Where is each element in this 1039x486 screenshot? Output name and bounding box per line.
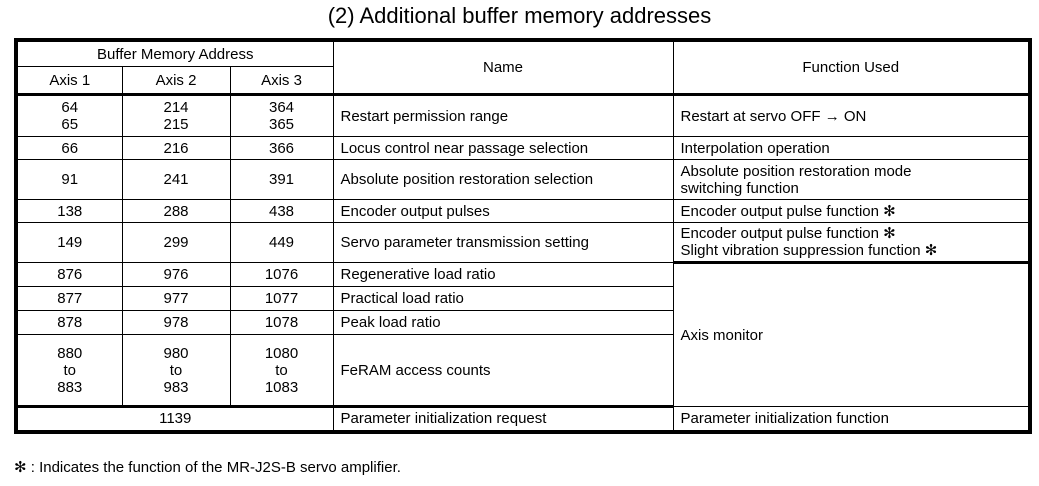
table-row: 64 65 214 215 364 365 Restart permission… <box>15 94 1031 137</box>
table-row: 880 to 883 980 to 983 1080 to 1083 FeRAM… <box>15 334 1030 408</box>
table-row-last: 1139 Parameter initialization request Pa… <box>15 406 1031 432</box>
table-header-row-group: Buffer Memory Address Name Function Used <box>15 39 1031 96</box>
cell-name: Parameter initialization request <box>332 406 674 432</box>
cell-address-merged: 1139 <box>15 406 334 432</box>
header-buffer-memory-address: Buffer Memory Address <box>15 39 334 67</box>
header-name: Name <box>332 39 674 96</box>
table-head: Buffer Memory Address Name Function Used… <box>15 39 1031 96</box>
cell-name: FeRAM access counts <box>332 334 674 408</box>
cell-axis3: 364 365 <box>229 94 334 137</box>
table-body: 64 65 214 215 364 365 Restart permission… <box>15 94 1031 432</box>
table-row: 149 299 449 Servo parameter transmission… <box>15 222 1031 264</box>
cell-name: Absolute position restoration selection <box>332 159 674 200</box>
table-row: 876 976 1076 Regenerative load ratio Axi… <box>15 262 1031 407</box>
cell-name: Practical load ratio <box>332 286 674 311</box>
header-axis-2: Axis 2 <box>121 66 231 96</box>
cell-function-axis-monitor: Axis monitor <box>672 262 1031 407</box>
cell-axis1: 877 <box>15 286 123 311</box>
cell-axis3: 1078 <box>229 310 334 335</box>
cell-axis2: 216 <box>121 136 231 160</box>
cell-function: Absolute position restoration mode switc… <box>672 159 1031 200</box>
cell-function: Interpolation operation <box>672 136 1031 160</box>
cell-name: Regenerative load ratio <box>332 262 674 287</box>
buffer-memory-address-table: Buffer Memory Address Name Function Used… <box>14 38 1032 434</box>
cell-name: Servo parameter transmission setting <box>332 222 674 263</box>
cell-name: Restart permission range <box>332 94 674 137</box>
cell-axis3: 1080 to 1083 <box>229 334 334 408</box>
page-title: (2) Additional buffer memory addresses <box>327 3 712 28</box>
cell-axis2: 980 to 983 <box>121 334 231 408</box>
cell-name: Locus control near passage selection <box>332 136 674 160</box>
cell-axis3: 391 <box>229 159 334 200</box>
cell-axis2: 214 215 <box>121 94 231 137</box>
buffer-memory-table-wrapper: Buffer Memory Address Name Function Used… <box>14 38 1032 434</box>
cell-axis3: 438 <box>229 199 334 223</box>
header-axis-3: Axis 3 <box>229 66 334 96</box>
cell-axis1: 878 <box>15 310 123 335</box>
cell-function: Encoder output pulse function ✻ <box>672 199 1031 223</box>
cell-axis2: 977 <box>121 286 231 311</box>
table-row: 91 241 391 Absolute position restoration… <box>15 159 1031 200</box>
cell-axis2: 241 <box>121 159 231 200</box>
cell-function: Encoder output pulse function ✻ Slight v… <box>672 222 1031 264</box>
cell-axis2: 978 <box>121 310 231 335</box>
cell-name: Peak load ratio <box>332 310 674 335</box>
header-axis-1: Axis 1 <box>15 66 123 96</box>
cell-axis1: 876 <box>15 262 123 287</box>
table-row: 877 977 1077 Practical load ratio <box>15 286 1030 311</box>
cell-axis1: 149 <box>15 222 123 263</box>
cell-axis2: 976 <box>121 262 231 287</box>
cell-axis3: 1077 <box>229 286 334 311</box>
cell-axis1: 138 <box>15 199 123 223</box>
cell-axis2: 299 <box>121 222 231 263</box>
cell-axis2: 288 <box>121 199 231 223</box>
cell-axis1: 91 <box>15 159 123 200</box>
header-function-used: Function Used <box>672 39 1031 96</box>
cell-axis3: 449 <box>229 222 334 263</box>
table-row: 138 288 438 Encoder output pulses Encode… <box>15 199 1031 223</box>
cell-name: Encoder output pulses <box>332 199 674 223</box>
table-row: 66 216 366 Locus control near passage se… <box>15 136 1031 160</box>
footnote-asterisk-note: ✻ : Indicates the function of the MR-J2S… <box>14 459 401 476</box>
cell-axis1: 64 65 <box>15 94 123 137</box>
table-row: 878 978 1078 Peak load ratio <box>15 310 1030 335</box>
table-header-row-axes: Axis 1 Axis 2 Axis 3 <box>15 66 1030 96</box>
cell-function: Parameter initialization function <box>672 406 1031 432</box>
cell-axis3: 1076 <box>229 262 334 287</box>
cell-function: Restart at servo OFF → ON <box>672 94 1031 137</box>
cell-axis3: 366 <box>229 136 334 160</box>
cell-axis1: 66 <box>15 136 123 160</box>
cell-axis1: 880 to 883 <box>15 334 123 408</box>
